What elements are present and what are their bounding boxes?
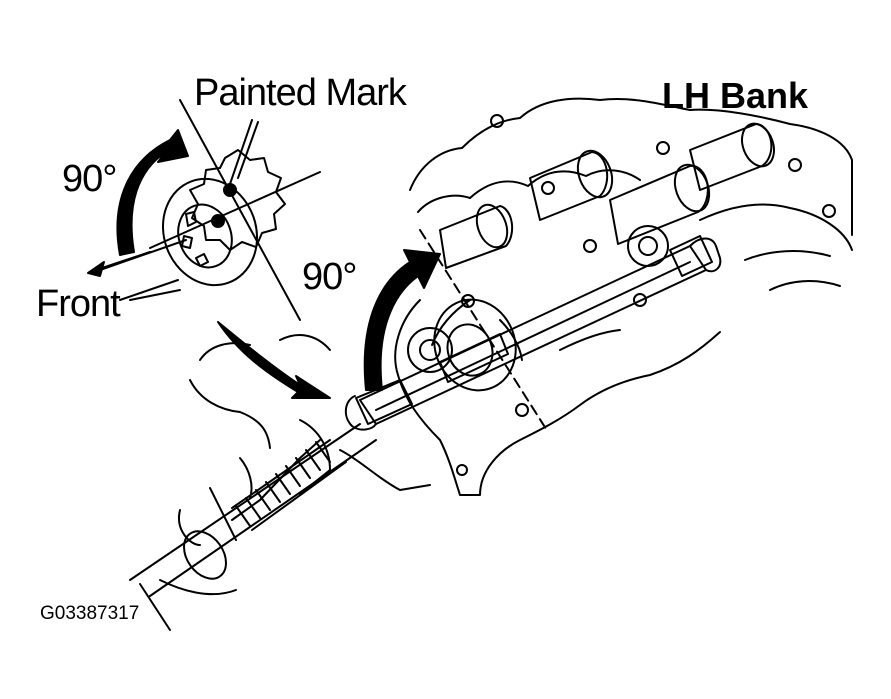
wrench-tool bbox=[344, 235, 722, 431]
sprocket-angle-label: 90° bbox=[62, 158, 117, 200]
rotation-arrow-sprocket bbox=[116, 129, 189, 256]
figure-code: G03387317 bbox=[40, 603, 140, 624]
front-leader-line bbox=[129, 289, 181, 301]
rotation-arrow-camshaft bbox=[363, 249, 441, 391]
painted-mark-label: Painted Mark bbox=[194, 72, 407, 114]
camshaft-angle-label: 90° bbox=[302, 256, 357, 298]
camshaft-sprocket bbox=[99, 99, 321, 321]
sprocket-teeth bbox=[189, 149, 286, 251]
cylinder-head bbox=[394, 97, 853, 496]
painted-mark-leader bbox=[229, 119, 253, 185]
sprocket-hub-inner bbox=[177, 203, 233, 269]
pointer-arrow bbox=[217, 321, 331, 399]
front-label: Front bbox=[36, 283, 121, 325]
front-direction-arrow bbox=[87, 251, 151, 277]
sprocket-hub-back bbox=[161, 177, 259, 287]
camshaft bbox=[129, 423, 377, 631]
bank-label: LH Bank bbox=[662, 75, 809, 116]
